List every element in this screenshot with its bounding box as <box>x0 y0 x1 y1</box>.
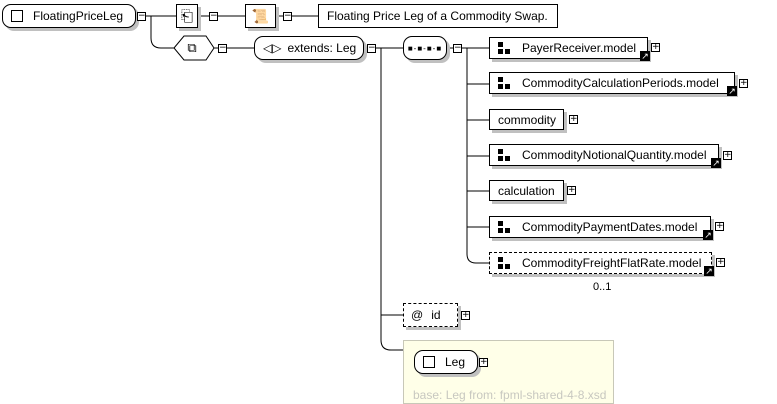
link-arrow-icon: ↗ <box>640 51 650 61</box>
collapse-toggle[interactable]: − <box>283 11 292 21</box>
link-arrow-icon: ↗ <box>703 230 713 240</box>
expand-toggle[interactable]: + <box>479 357 488 367</box>
root-element-label: FloatingPriceLeg <box>33 9 124 23</box>
collapse-toggle[interactable]: − <box>218 43 227 53</box>
group-icon <box>498 257 510 269</box>
annotation-box[interactable]: ⎗ <box>176 4 198 28</box>
expand-toggle[interactable]: + <box>461 310 470 320</box>
scroll-icon: 📜 <box>251 7 270 24</box>
expand-toggle[interactable]: + <box>567 185 576 195</box>
child-label: CommodityFreightFlatRate.model <box>522 256 702 270</box>
sequence-compositor[interactable]: ■-■-■-■ <box>403 36 447 60</box>
child-label: CommodityCalculationPeriods.model <box>522 76 719 90</box>
paperclip-icon: ⎗ <box>180 7 193 25</box>
base-type-panel: Leg + base: Leg from: fpml-shared-4-8.xs… <box>403 340 614 404</box>
expand-toggle[interactable]: + <box>651 42 660 52</box>
collapse-toggle[interactable]: − <box>209 11 218 21</box>
attribute-label: id <box>431 308 441 322</box>
collapse-toggle[interactable]: − <box>137 11 146 21</box>
element-icon <box>11 10 23 22</box>
expand-toggle[interactable]: + <box>716 257 725 267</box>
group-payer-receiver-model[interactable]: PayerReceiver.model↗ <box>489 37 650 61</box>
expand-toggle[interactable]: + <box>739 78 748 88</box>
documentation-box[interactable]: 📜 <box>245 4 276 28</box>
sequence-icon: ■-■-■-■ <box>407 43 443 53</box>
group-commodity-freight-flat-rate-model[interactable]: CommodityFreightFlatRate.model↗ <box>489 252 714 276</box>
group-commodity-notional-quantity-model[interactable]: CommodityNotionalQuantity.model ↗ <box>489 144 721 168</box>
child-label: CommodityPaymentDates.model <box>522 220 698 234</box>
attribute-icon: @ <box>411 308 424 322</box>
element-commodity[interactable]: commodity <box>489 109 564 130</box>
group-commodity-calculation-periods-model[interactable]: CommodityCalculationPeriods.model ↗ <box>489 72 737 96</box>
complex-type-icon: ⧉ <box>187 40 197 55</box>
occurrence-label: 0..1 <box>593 281 612 293</box>
base-caption: base: Leg from: fpml-shared-4-8.xsd <box>413 388 607 402</box>
extension-box[interactable]: ◁▷ extends: Leg <box>254 36 364 60</box>
child-label: PayerReceiver.model <box>522 41 637 55</box>
documentation-label: Floating Price Leg of a Commodity Swap. <box>327 9 548 23</box>
link-arrow-icon: ↗ <box>704 266 714 276</box>
element-calculation[interactable]: calculation <box>489 180 564 201</box>
expand-toggle[interactable]: + <box>715 221 724 231</box>
collapse-toggle[interactable]: − <box>453 43 462 53</box>
extension-label: extends: Leg <box>287 41 357 55</box>
child-label: calculation <box>498 183 555 198</box>
attribute-id[interactable]: @ id <box>403 303 458 327</box>
collapse-toggle[interactable]: − <box>367 43 376 53</box>
group-icon <box>498 221 510 233</box>
root-element-floating-price-leg[interactable]: FloatingPriceLeg <box>2 4 136 28</box>
extension-icon: ◁▷ <box>263 41 282 55</box>
link-arrow-icon: ↗ <box>711 158 721 168</box>
group-icon <box>498 149 510 161</box>
link-arrow-icon: ↗ <box>727 86 737 96</box>
element-icon <box>423 356 435 368</box>
group-icon <box>498 42 510 54</box>
expand-toggle[interactable]: + <box>569 114 578 124</box>
child-label: CommodityNotionalQuantity.model <box>522 148 707 162</box>
documentation-text: Floating Price Leg of a Commodity Swap. <box>318 4 558 28</box>
group-icon <box>498 77 510 89</box>
base-type-label: Leg <box>445 355 466 369</box>
group-commodity-payment-dates-model[interactable]: CommodityPaymentDates.model ↗ <box>489 216 713 240</box>
expand-toggle[interactable]: + <box>723 150 732 160</box>
base-type-leg[interactable]: Leg <box>414 350 478 374</box>
child-label: commodity <box>498 112 557 127</box>
